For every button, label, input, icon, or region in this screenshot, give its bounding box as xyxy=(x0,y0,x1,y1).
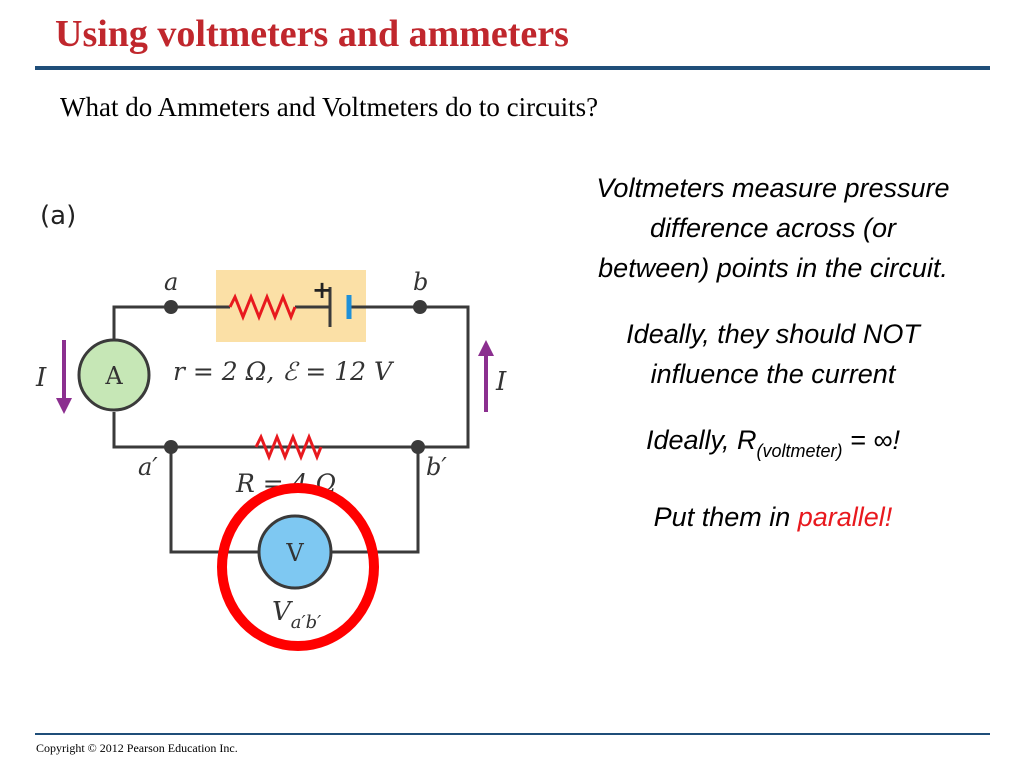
circuit-nodes xyxy=(164,300,427,454)
circuit-svg: (a) + xyxy=(35,201,507,651)
slide-title: Using voltmeters and ammeters xyxy=(55,13,569,55)
node-b-prime xyxy=(411,440,425,454)
battery-plus-sign: + xyxy=(312,276,332,304)
node-a xyxy=(164,300,178,314)
current-label-left: I xyxy=(35,363,47,393)
load-resistor xyxy=(254,432,323,462)
voltmeter-icon xyxy=(257,514,333,590)
node-label-a-prime: a′ xyxy=(138,453,158,481)
note-parallel: Put them in parallel! xyxy=(653,502,893,532)
note-ideal-resistance: Ideally, R(voltmeter) = ∞! xyxy=(645,425,901,461)
battery-box xyxy=(216,270,366,342)
internal-resistance-emf-label: r = 2 Ω, ℰ = 12 V xyxy=(173,357,395,386)
current-arrows xyxy=(56,340,494,414)
internal-resistor xyxy=(228,292,297,322)
voltage-label: Va′b′ xyxy=(272,597,321,633)
note-voltmeters-measure: Voltmeters measure pressure difference a… xyxy=(596,173,950,283)
copyright-footer: Copyright © 2012 Pearson Education Inc. xyxy=(36,741,238,755)
circuit-diagram: (a) + xyxy=(30,180,550,660)
node-b xyxy=(413,300,427,314)
voltmeter-highlight-ring xyxy=(217,483,379,651)
ammeter-icon xyxy=(77,338,151,412)
footer-divider xyxy=(35,733,990,735)
explanation-text: Voltmeters measure pressure difference a… xyxy=(592,168,954,563)
current-label-right: I xyxy=(495,367,507,397)
ammeter-label: A xyxy=(104,362,123,390)
node-label-a: a xyxy=(164,268,178,296)
slide-subtitle: What do Ammeters and Voltmeters do to ci… xyxy=(60,92,599,122)
voltmeter-label: V xyxy=(285,539,304,567)
panel-label: (a) xyxy=(40,201,76,231)
node-label-b: b xyxy=(413,268,428,296)
title-divider xyxy=(35,66,990,70)
node-label-b-prime: b′ xyxy=(426,453,447,481)
note-ideal-influence: Ideally, they should NOT influence the c… xyxy=(626,319,920,389)
node-a-prime xyxy=(164,440,178,454)
